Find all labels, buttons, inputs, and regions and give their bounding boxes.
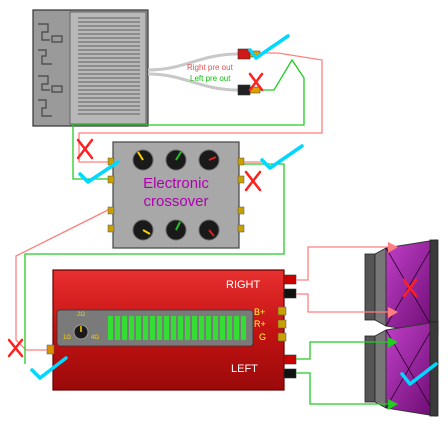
selector-1-ohm-label: 1Ω [63, 335, 71, 341]
right-pre-out-label: Right pre out [187, 63, 233, 72]
speaker-right [364, 239, 439, 335]
crossover-title-line1: Electronic [143, 175, 209, 192]
fault-mark-left-pre-out [248, 72, 264, 92]
terminal-r-plus-label: R+ [254, 319, 266, 329]
fault-mark-right-speaker [402, 278, 418, 298]
check-mark-left-speaker [400, 362, 438, 386]
wire-arrowheads [388, 242, 398, 410]
crossover-title: Electronic crossover [113, 175, 239, 211]
crossover-title-line2: crossover [143, 193, 209, 210]
amp-left-speaker-terminals [283, 354, 297, 379]
amp-input-jack [46, 344, 55, 355]
check-mark-crossover-input [78, 160, 120, 184]
fault-mark-amp-input [7, 338, 24, 358]
electronic-crossover [107, 141, 245, 249]
head-unit-grille [78, 17, 140, 115]
amplifier [46, 269, 297, 391]
head-unit-brackets [38, 23, 63, 117]
selector-2-ohm-label: 2Ω [77, 312, 85, 318]
right-signal-wires [15, 52, 388, 351]
terminal-ground-label: G [259, 332, 267, 342]
amp-power-terminals [277, 306, 287, 342]
fault-mark-crossover-input [76, 138, 94, 160]
crossover-knobs [132, 149, 220, 241]
rca-pre-out-cables [147, 52, 239, 92]
head-unit [32, 9, 149, 127]
left-pre-out-label: Left pre out [190, 74, 231, 83]
left-signal-wires [24, 58, 388, 405]
amp-right-speaker-terminals [283, 274, 297, 299]
check-mark-amp-input [30, 356, 68, 380]
level-meter [108, 316, 246, 340]
impedance-selector-knob [73, 324, 89, 340]
check-mark-right-pre-out [248, 34, 290, 60]
amp-left-label: LEFT [231, 363, 258, 375]
selector-4-ohm-label: 4Ω [91, 335, 99, 341]
amp-right-label: RIGHT [226, 279, 261, 291]
check-mark-crossover-output [260, 144, 304, 170]
fault-mark-crossover-output [244, 170, 262, 192]
terminal-b-plus-label: B+ [254, 307, 266, 317]
speaker-left [364, 321, 439, 417]
